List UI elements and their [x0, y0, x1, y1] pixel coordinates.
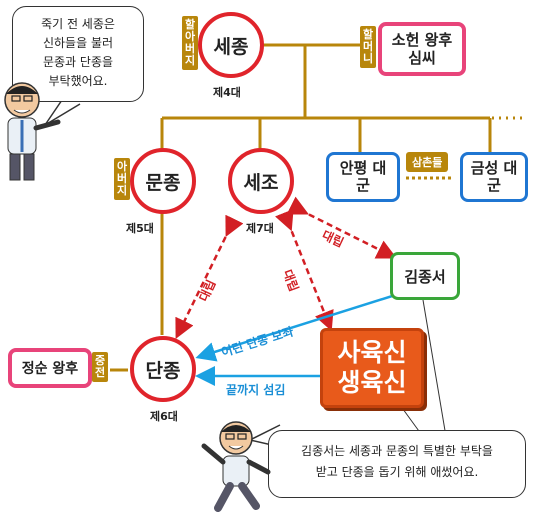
sejong-caption: 제4대 — [213, 86, 241, 99]
kim-jongseo-name: 김종서 — [404, 267, 446, 286]
sejo-name: 세조 — [243, 171, 279, 194]
sayuksin-box[interactable]: 사육신 생육신 — [320, 328, 424, 408]
queen-jeongsun-box[interactable]: 정순 왕후 — [8, 348, 92, 388]
danjong-node[interactable]: 단종 — [130, 336, 196, 402]
sejong-tag: 할아버지 — [182, 16, 198, 70]
speech-bubble-top: 죽기 전 세종은 신하들을 불러 문종과 단종을 부탁했어요. — [12, 6, 144, 102]
speech-line: 받고 단종을 돕기 위해 애썼어요. — [315, 465, 479, 479]
sejong-name: 세종 — [213, 35, 249, 58]
speech-line: 부탁했어요. — [48, 74, 108, 88]
munjong-node[interactable]: 문종 — [130, 148, 196, 214]
speech-line: 신하들을 불러 — [42, 36, 114, 50]
sejong-node[interactable]: 세종 — [198, 12, 264, 78]
sejo-node[interactable]: 세조 — [228, 148, 294, 214]
sejo-caption: 제7대 — [246, 222, 274, 235]
danjong-caption: 제6대 — [150, 410, 178, 423]
speech-line: 김종서는 세종과 문종의 특별한 부탁을 — [301, 444, 493, 458]
munjong-tag: 아버지 — [114, 158, 130, 200]
anpyeong-label: 안평 대군 — [339, 159, 387, 194]
narrator-figure-bottom — [201, 421, 271, 512]
geumseong-label: 금성 대군 — [470, 159, 518, 194]
danjong-name: 단종 — [145, 359, 181, 382]
speech-line: 문종과 단종을 — [42, 55, 114, 69]
queen-soheon-box[interactable]: 소헌 왕후 심씨 — [378, 22, 466, 76]
munjong-name: 문종 — [145, 171, 181, 194]
speech-line: 죽기 전 세종은 — [41, 17, 115, 31]
queen-jeongsun-name: 정순 왕후 — [21, 361, 79, 377]
queen-soheon-name: 소헌 왕후 — [391, 31, 453, 49]
anpyeong-box[interactable]: 안평 대군 — [326, 152, 400, 202]
queen-jeongsun-tag: 중전 — [92, 352, 108, 382]
kim-jongseo-box[interactable]: 김종서 — [390, 252, 460, 300]
loyal-to-end-label: 끝까지 섬김 — [226, 383, 286, 397]
queen-soheon-clan: 심씨 — [408, 49, 436, 67]
sayuksin-line2: 생육신 — [337, 368, 407, 397]
queen-soheon-tag: 할머니 — [360, 26, 376, 68]
sayuksin-line1: 사육신 — [337, 338, 407, 367]
narrator-figure-top — [4, 82, 61, 181]
speech-bubble-bottom: 김종서는 세종과 문종의 특별한 부탁을 받고 단종을 돕기 위해 애썼어요. — [268, 430, 526, 498]
uncles-label: 삼촌들 — [406, 152, 449, 172]
munjong-caption: 제5대 — [126, 222, 154, 235]
geumseong-box[interactable]: 금성 대군 — [460, 152, 528, 202]
